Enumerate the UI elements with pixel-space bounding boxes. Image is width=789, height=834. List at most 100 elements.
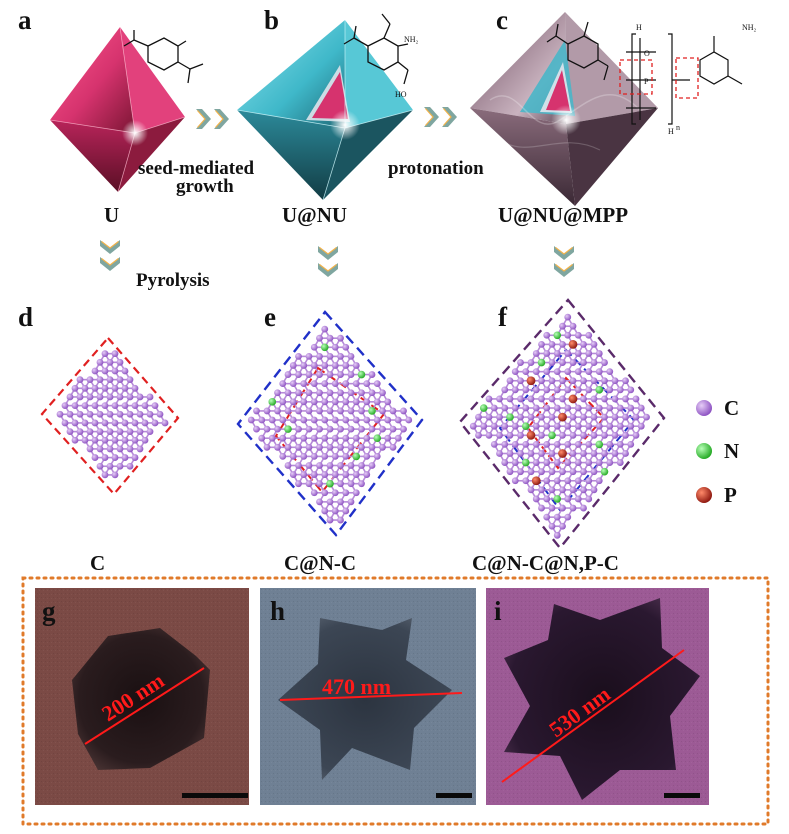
atom-c — [295, 425, 302, 433]
atom-c — [622, 450, 629, 457]
name-c-n-c-np-c: C@N-C@N,P-C — [472, 551, 619, 575]
atom-c — [363, 471, 371, 478]
atom-c — [517, 395, 524, 403]
atom-c — [342, 507, 350, 515]
atom-c — [559, 431, 566, 439]
atom-c — [331, 452, 339, 460]
atom-c — [569, 504, 577, 512]
atom-c — [310, 398, 318, 406]
atom-c — [326, 462, 334, 469]
atom-c — [527, 486, 535, 494]
atom-c — [310, 343, 318, 351]
atom-n — [521, 422, 530, 431]
atom-c — [548, 450, 556, 457]
atom-c — [352, 489, 360, 497]
atom-c — [543, 495, 551, 503]
atom-c — [101, 454, 109, 461]
atom-c — [106, 428, 114, 436]
atom-c — [131, 402, 139, 410]
atom-c — [101, 436, 109, 444]
legend-dot-p — [696, 487, 712, 503]
atom-c — [559, 359, 566, 366]
atom-c — [543, 513, 551, 521]
atom-c — [627, 386, 635, 394]
atom-c — [501, 440, 509, 448]
atom-c — [66, 393, 74, 401]
atom-c — [76, 410, 84, 418]
atom-c — [548, 468, 556, 476]
atom-c — [574, 422, 582, 430]
atom-c — [268, 434, 276, 442]
octahedron-u — [49, 26, 186, 193]
atom-n — [352, 452, 361, 461]
atom-c — [337, 443, 344, 451]
atom-c — [101, 402, 109, 410]
atom-c — [616, 404, 624, 412]
atom-c — [358, 407, 365, 415]
atom-c — [574, 350, 582, 357]
atom-c — [574, 495, 582, 503]
atom-c — [331, 362, 339, 369]
atom-c — [548, 359, 556, 366]
atom-c — [585, 459, 593, 466]
scale-bar-g — [182, 793, 248, 798]
atom-c — [111, 350, 119, 358]
atom-c — [564, 350, 572, 357]
atom-c — [131, 384, 139, 392]
atom-c — [96, 358, 104, 366]
atom-c — [300, 362, 308, 369]
tem-panel-i: 530 nm i — [486, 588, 709, 805]
atom-c — [76, 428, 84, 436]
atom-c — [295, 462, 302, 469]
atom-c — [389, 407, 397, 415]
atom-c — [527, 395, 535, 403]
atom-c — [106, 376, 114, 384]
atom-c — [522, 404, 530, 412]
atom-c — [368, 425, 376, 433]
atom-c — [553, 404, 561, 412]
atom-c — [585, 422, 593, 430]
atom-c — [321, 452, 329, 460]
arrow-b-to-c — [423, 106, 458, 128]
atom-c — [517, 413, 524, 421]
atom-n — [320, 343, 329, 352]
atom-c — [543, 459, 551, 466]
atom-c — [564, 313, 572, 321]
tem-panel-h: 470 nm h — [260, 588, 476, 805]
atom-c — [358, 462, 365, 469]
arrow-down-b — [317, 245, 339, 278]
atom-c — [347, 371, 355, 378]
atom-c — [585, 386, 593, 394]
atom-c — [490, 440, 498, 448]
atom-c — [363, 380, 371, 388]
atom-c — [553, 368, 561, 376]
atom-p — [526, 376, 536, 386]
atom-c — [253, 407, 260, 415]
scale-bar-h — [436, 793, 472, 798]
atom-c — [321, 362, 329, 369]
atom-c — [511, 422, 519, 430]
atom-c — [305, 389, 313, 397]
legend-label-c: C — [724, 396, 739, 420]
atom-c — [300, 380, 308, 388]
arrow-a-to-b — [195, 108, 230, 130]
chem-o: O — [644, 49, 650, 58]
atom-c — [316, 498, 323, 506]
atom-c — [274, 407, 281, 415]
atom-c — [485, 413, 493, 421]
atom-c — [284, 443, 292, 451]
octahedron-u-nu-mpp — [470, 12, 658, 206]
atom-c — [96, 410, 104, 418]
atom-c — [81, 419, 89, 427]
atom-c — [111, 367, 119, 375]
atom-c — [305, 371, 313, 378]
atom-c — [131, 454, 139, 461]
atom-c — [611, 413, 619, 421]
atom-c — [305, 425, 313, 433]
name-u: U — [104, 203, 119, 227]
atom-c — [141, 402, 149, 410]
atom-c — [373, 452, 381, 460]
atom-c — [146, 428, 154, 436]
atom-c — [316, 389, 323, 397]
atom-c — [101, 384, 109, 392]
